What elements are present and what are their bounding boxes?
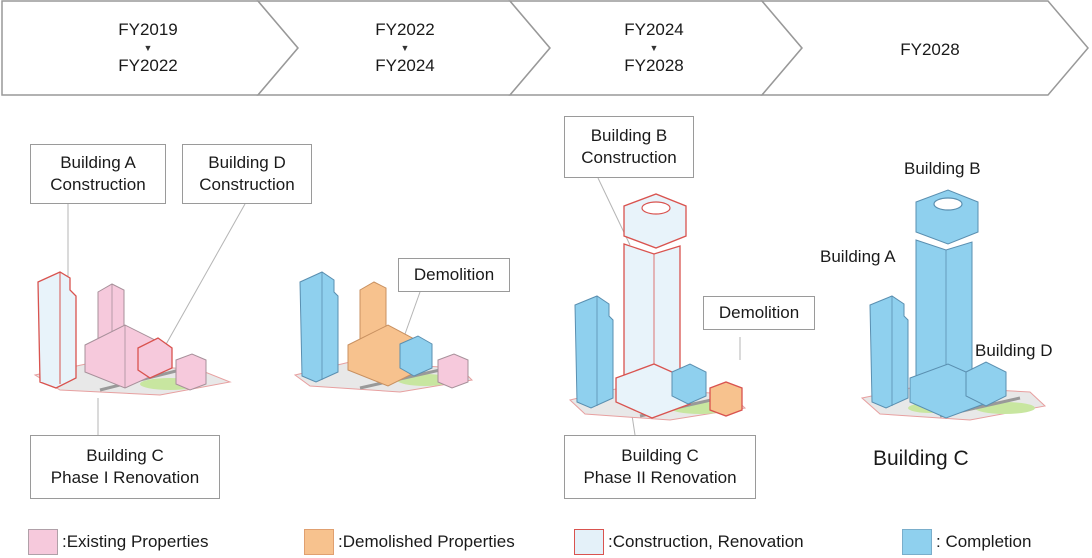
scene-4-building-a xyxy=(869,295,909,409)
phase-4-from: FY2028 xyxy=(900,40,960,59)
label-building-a: Building A xyxy=(820,247,896,266)
phase-2-from: FY2022 xyxy=(375,20,435,39)
scene-3 xyxy=(568,193,747,421)
scene-1-small-pink xyxy=(175,353,207,391)
phase-1-to: FY2022 xyxy=(118,56,178,75)
callout-line: Construction xyxy=(50,175,146,194)
phase-1-arrow-icon: ▼ xyxy=(143,43,153,53)
callout-building-b-construction: Building B Construction xyxy=(564,116,694,178)
phase-3-arrow-icon: ▼ xyxy=(649,43,659,53)
callout-line: Phase I Renovation xyxy=(50,468,200,487)
callout-line: Demolition xyxy=(413,265,495,284)
callout-demolition-2: Demolition xyxy=(703,296,815,330)
callout-line: Building B xyxy=(590,126,668,145)
scene-3-building-d xyxy=(671,363,707,405)
legend-existing: :Existing Properties xyxy=(28,528,208,556)
callout-line: Phase II Renovation xyxy=(583,468,737,487)
legend-label: :Demolished Properties xyxy=(338,532,515,551)
scene-1 xyxy=(33,271,232,396)
scene-1-building-d-construction xyxy=(137,337,173,379)
phase-label-2: FY2022 ▼ FY2024 xyxy=(315,18,495,78)
buildings-illustration xyxy=(33,177,1047,436)
legend-label: :Existing Properties xyxy=(62,532,209,551)
callout-line: Demolition xyxy=(718,303,800,322)
scene-3-demolish-block xyxy=(709,381,743,417)
legend-swatch-completion xyxy=(902,529,932,555)
label-building-b: Building B xyxy=(904,159,981,178)
phase-label-4: FY2028 xyxy=(840,38,1020,62)
legend-label: :Construction, Renovation xyxy=(608,532,804,551)
callout-line: Building C xyxy=(621,446,699,465)
callout-building-a-construction: Building A Construction xyxy=(30,144,166,204)
scene-4-building-d xyxy=(965,361,1007,407)
phase-2-to: FY2024 xyxy=(375,56,435,75)
legend-swatch-existing xyxy=(28,529,58,555)
label-building-c: Building C xyxy=(873,447,969,470)
scene-2 xyxy=(293,271,474,393)
callout-line: Construction xyxy=(581,148,677,167)
phase-label-1: FY2019 ▼ FY2022 xyxy=(58,18,238,78)
phase-label-3: FY2024 ▼ FY2028 xyxy=(564,18,744,78)
callout-building-c-phase2: Building C Phase II Renovation xyxy=(564,435,756,499)
phase-3-from: FY2024 xyxy=(624,20,684,39)
label-building-d: Building D xyxy=(975,341,1053,360)
phase-1-from: FY2019 xyxy=(118,20,178,39)
legend-label: : Completion xyxy=(936,532,1032,551)
legend-completion: : Completion xyxy=(902,528,1031,556)
legend-construction: :Construction, Renovation xyxy=(574,528,804,556)
scene-2-small-pink xyxy=(437,353,469,389)
scene-4-building-b-roof-ring xyxy=(933,197,963,211)
scene-1-building-a xyxy=(37,271,77,389)
scene-2-building-a xyxy=(299,271,339,383)
scene-3-building-b-roof-ring xyxy=(641,201,671,215)
callout-demolition-1: Demolition xyxy=(398,258,510,292)
callout-line: Building C xyxy=(86,446,164,465)
scene-4 xyxy=(860,189,1047,421)
scene-2-building-d xyxy=(399,335,433,377)
callout-line: Building D xyxy=(208,153,286,172)
timeline-bar xyxy=(1,0,1089,96)
legend-swatch-construction xyxy=(574,529,604,555)
phase-chevron-4 xyxy=(760,0,1089,96)
legend-demolished: :Demolished Properties xyxy=(304,528,515,556)
callout-line: Building A xyxy=(60,153,136,172)
phase-3-to: FY2028 xyxy=(624,56,684,75)
legend-swatch-demolished xyxy=(304,529,334,555)
phase-2-arrow-icon: ▼ xyxy=(400,43,410,53)
callout-line: Construction xyxy=(199,175,295,194)
scene-3-building-a xyxy=(574,295,614,409)
callout-building-d-construction: Building D Construction xyxy=(182,144,312,204)
callout-building-c-phase1: Building C Phase I Renovation xyxy=(30,435,220,499)
